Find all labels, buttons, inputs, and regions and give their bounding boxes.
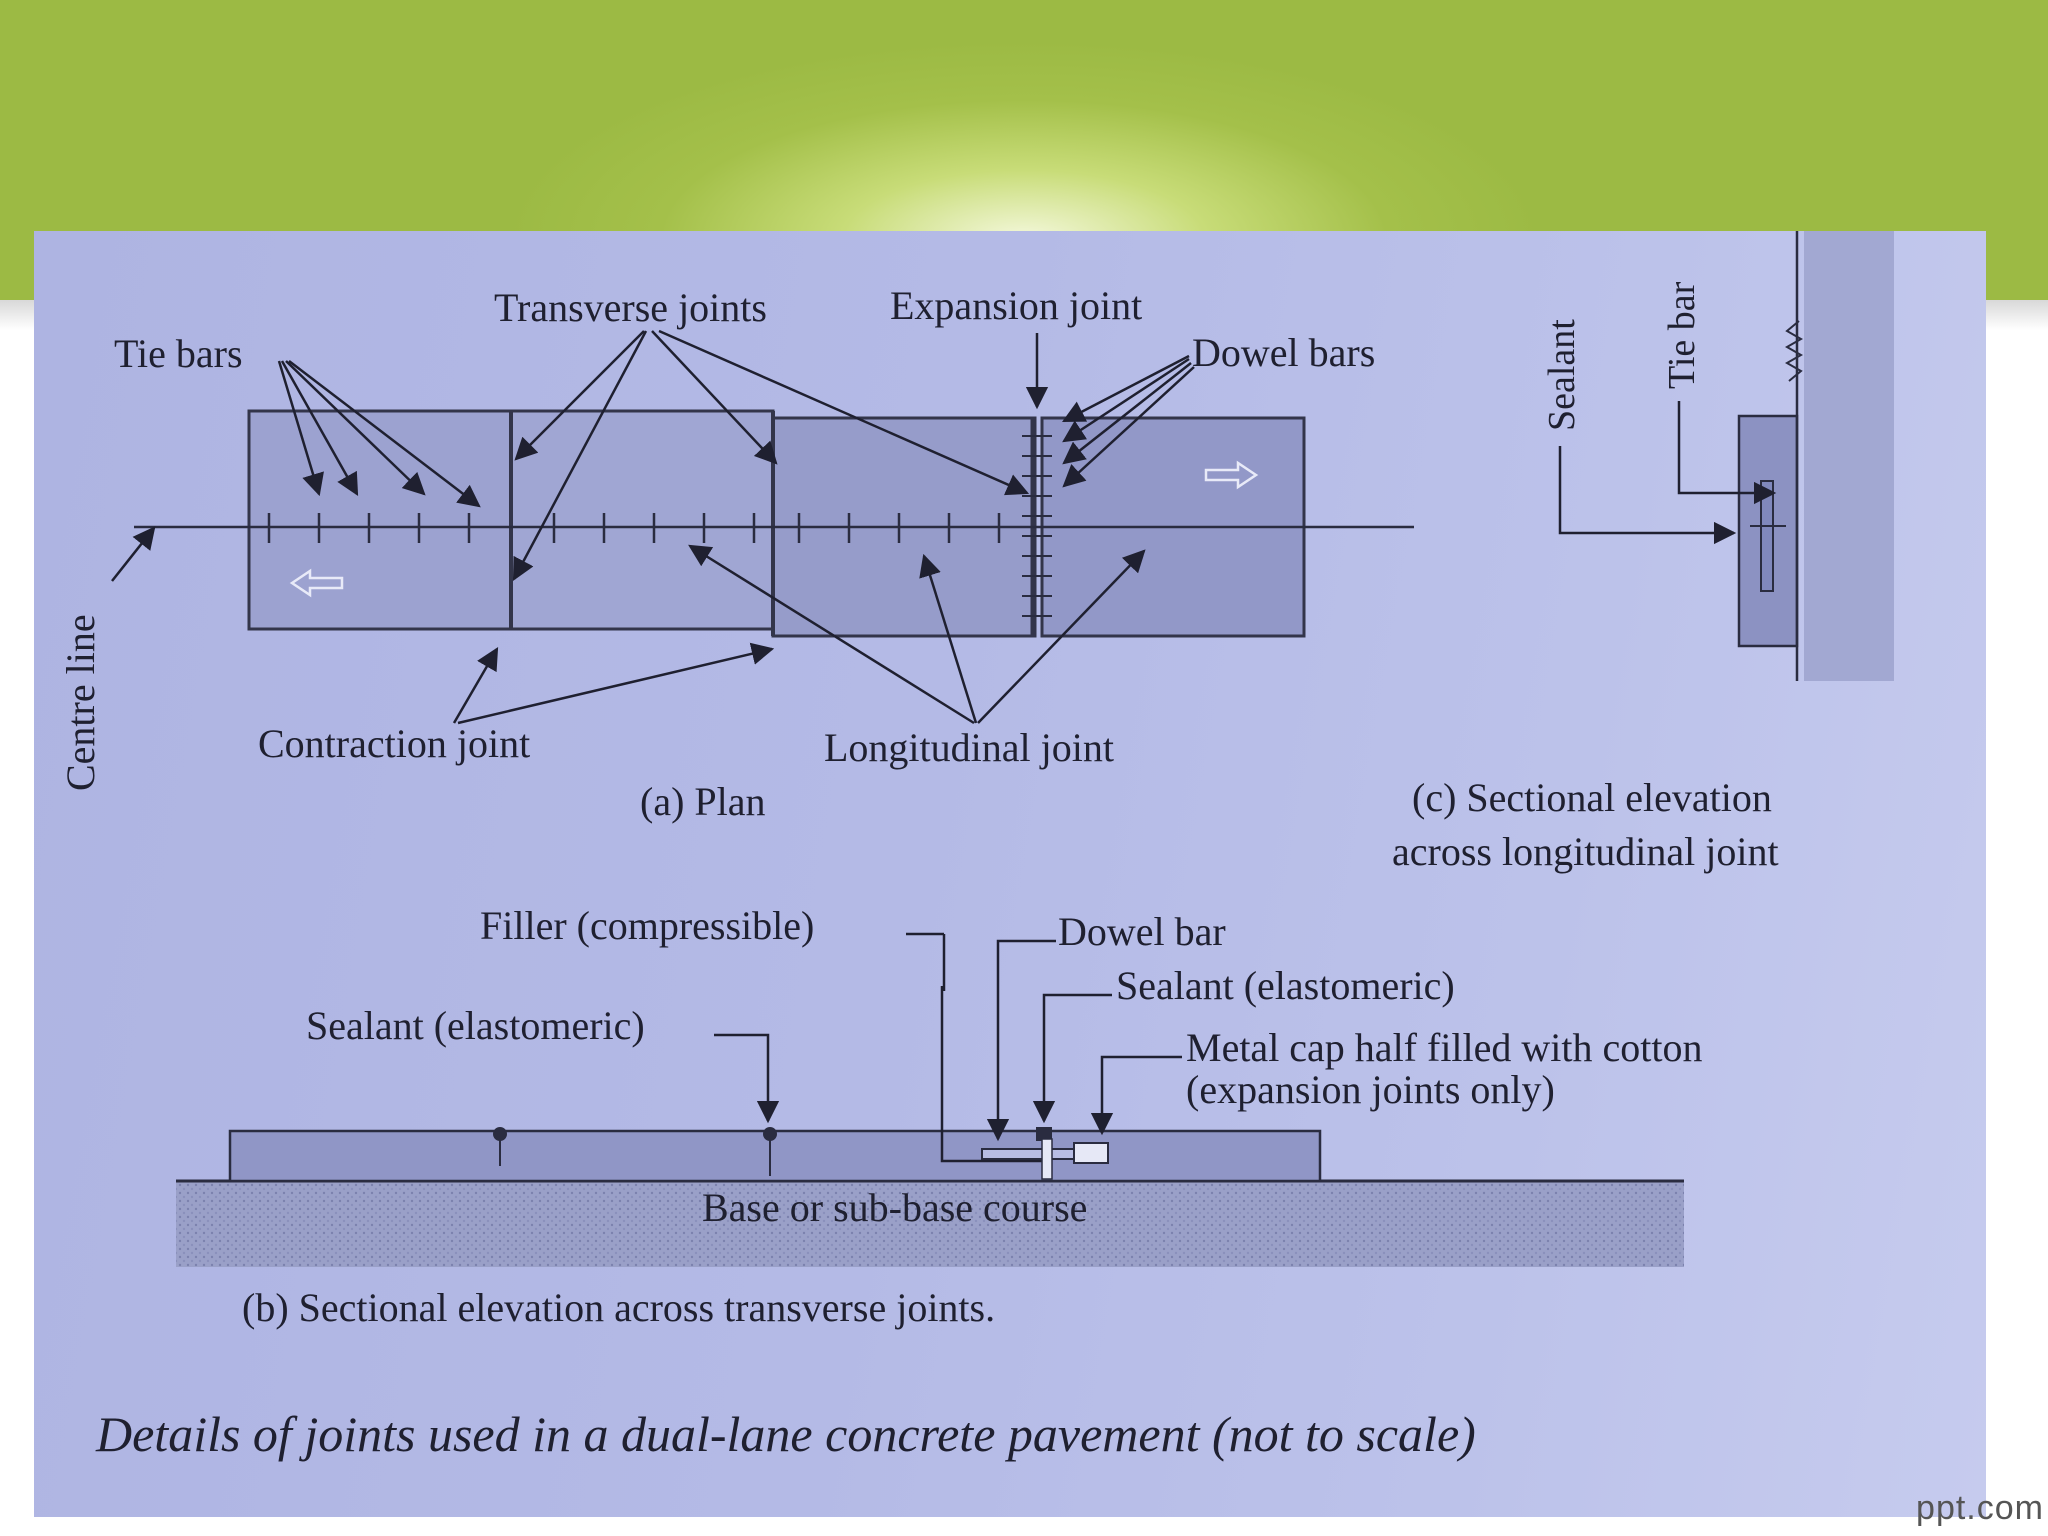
label-sealant-left: Sealant (elastomeric) bbox=[306, 1003, 645, 1048]
tie-bar-ticks bbox=[267, 513, 1001, 543]
joint-details-diagram: Tie bars Transverse joints Expansion joi… bbox=[58, 231, 1894, 1462]
caption-transverse-section: (b) Sectional elevation across transvers… bbox=[242, 1285, 995, 1330]
label-base-course: Base or sub-base course bbox=[702, 1185, 1087, 1230]
label-contraction-joint: Contraction joint bbox=[258, 721, 530, 766]
label-metal-cap-2: (expansion joints only) bbox=[1186, 1067, 1555, 1112]
label-sealant-c: Sealant bbox=[1541, 319, 1583, 431]
longitudinal-section: Sealant Tie bar (c) Sectional elevation … bbox=[1392, 231, 1894, 874]
plan-view: Tie bars Transverse joints Expansion joi… bbox=[58, 283, 1414, 824]
label-tie-bar-c: Tie bar bbox=[1661, 281, 1703, 389]
dowel-bar-section bbox=[981, 1148, 1087, 1160]
label-sealant-right: Sealant (elastomeric) bbox=[1116, 963, 1455, 1008]
label-tie-bars: Tie bars bbox=[114, 331, 243, 376]
label-dowel-bars: Dowel bars bbox=[1192, 330, 1375, 375]
sealant-bead bbox=[1784, 320, 1804, 382]
slab-2 bbox=[509, 409, 775, 631]
label-filler: Filler (compressible) bbox=[480, 903, 814, 948]
label-longitudinal-joint: Longitudinal joint bbox=[824, 725, 1114, 770]
slab-1 bbox=[247, 409, 513, 631]
label-expansion-joint: Expansion joint bbox=[890, 283, 1142, 328]
caption-longitudinal-section-1: (c) Sectional elevation bbox=[1412, 775, 1772, 820]
label-centre-line: Centre line bbox=[58, 614, 103, 791]
metal-cap bbox=[1073, 1142, 1109, 1164]
footer-site: ppt.com bbox=[1916, 1489, 2044, 1527]
label-dowel-bar: Dowel bar bbox=[1058, 909, 1226, 954]
transverse-section: Filler (compressible) Dowel bar Sealant … bbox=[176, 903, 1703, 1330]
traffic-arrow-left-icon bbox=[289, 568, 344, 598]
label-transverse-joints: Transverse joints bbox=[494, 285, 767, 330]
label-metal-cap-1: Metal cap half filled with cotton bbox=[1186, 1025, 1703, 1070]
figure-title: Details of joints used in a dual-lane co… bbox=[95, 1406, 1476, 1462]
caption-longitudinal-section-2: across longitudinal joint bbox=[1392, 829, 1779, 874]
tie-bar-section bbox=[1760, 480, 1774, 592]
caption-plan: (a) Plan bbox=[640, 779, 766, 824]
traffic-arrow-right-icon bbox=[1204, 460, 1259, 490]
diagram-photo: Tie bars Transverse joints Expansion joi… bbox=[34, 231, 1986, 1517]
base-course bbox=[176, 1181, 1684, 1267]
